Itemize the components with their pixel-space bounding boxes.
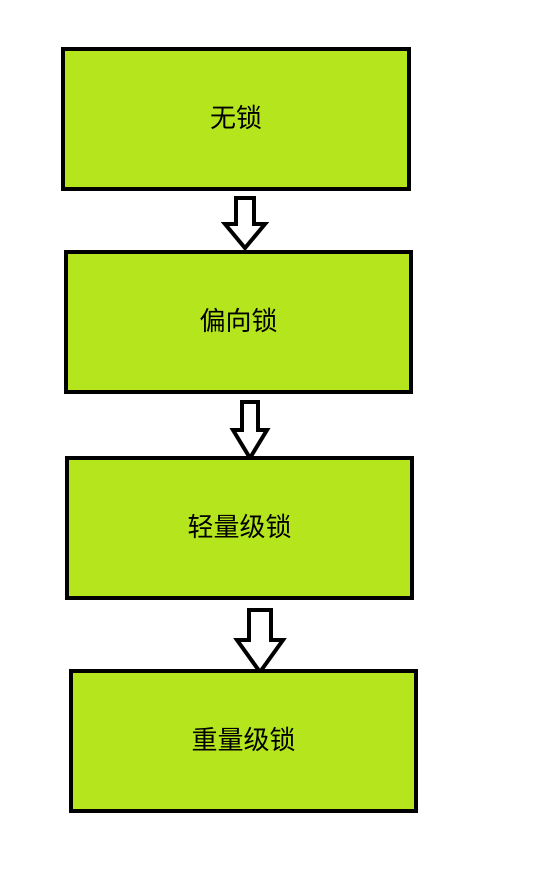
state-box-lightweight-lock: 轻量级锁 [65, 456, 414, 600]
state-box-heavyweight-lock: 重量级锁 [69, 669, 418, 813]
state-label-heavyweight-lock: 重量级锁 [191, 726, 296, 756]
down-arrow-icon [220, 196, 270, 252]
state-label-biased-lock: 偏向锁 [199, 307, 278, 337]
state-label-lightweight-lock: 轻量级锁 [187, 513, 292, 543]
state-label-no-lock: 无锁 [209, 104, 262, 134]
down-arrow-icon [229, 400, 271, 462]
state-box-no-lock: 无锁 [61, 47, 411, 191]
down-arrow-icon [233, 608, 287, 676]
state-box-biased-lock: 偏向锁 [64, 250, 413, 394]
